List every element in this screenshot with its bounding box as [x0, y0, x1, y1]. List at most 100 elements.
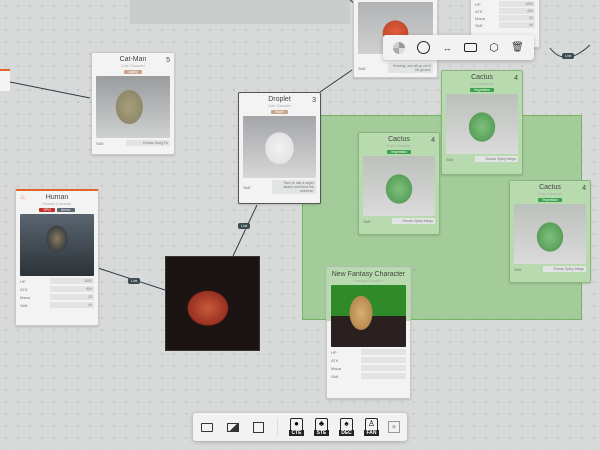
card-image	[446, 94, 518, 154]
skill-value: Tries to use a super attack and flood th…	[272, 180, 316, 194]
card-badge: Vegetation	[537, 198, 563, 202]
skill-label: Skill	[243, 184, 251, 190]
image-node-meat[interactable]	[165, 256, 260, 351]
stat-value: 1000	[499, 1, 535, 7]
card-image	[20, 214, 94, 276]
stat-label: ATK	[331, 357, 339, 363]
apple-icon: ●	[290, 418, 303, 430]
selection-toolbar: ↔ ⬡ 🗑	[383, 35, 534, 60]
stat-input[interactable]	[361, 373, 406, 379]
card-title: Cactus	[388, 136, 410, 143]
stat-label: Skill	[475, 22, 483, 28]
edge	[319, 69, 353, 93]
card-title: Human	[45, 194, 69, 201]
stat-value: 44	[499, 22, 535, 28]
tag-label: CTE	[289, 430, 304, 436]
stat-label: HP	[331, 349, 337, 355]
stat-label: Mana	[475, 15, 486, 21]
edge-label[interactable]: Link	[128, 278, 141, 284]
tag-label: STE	[314, 430, 329, 436]
card-image	[331, 285, 406, 347]
skill-value: Knowing, and will go out of the ground.	[388, 63, 433, 73]
skill-value: Shoots Spiky things	[474, 156, 518, 162]
person-icon: ♙	[365, 418, 378, 430]
partial-node[interactable]	[0, 69, 10, 91]
bottom-toolbar: ●CTE ♣STE ♠DEC ♙FAN +	[193, 413, 407, 441]
card-subtitle: Cute Character	[267, 104, 292, 108]
stat-value: 23	[499, 15, 535, 21]
card-subtitle: Cute Character	[538, 192, 562, 196]
stat-label: ATK	[20, 286, 28, 292]
card-number: 4	[582, 185, 586, 192]
card-subtitle: Cute Character	[121, 64, 145, 68]
card-title: New Fantasy Character	[331, 271, 406, 278]
edge	[9, 81, 91, 99]
spade-icon: ♠	[340, 418, 353, 430]
club-icon: ♣	[315, 418, 328, 430]
edge-label[interactable]: Link	[238, 223, 251, 229]
card-subtitle: Fantasy Character	[42, 202, 72, 206]
canvas-header-block	[130, 0, 350, 24]
fire-icon: ♨	[20, 195, 26, 201]
card-cat-man[interactable]: Cat-Man 5 Cute Character Agility Skill Kn…	[91, 52, 175, 155]
card-image	[96, 76, 170, 138]
trash-icon[interactable]: 🗑	[511, 42, 524, 53]
frame-icon[interactable]	[253, 421, 264, 433]
circle-shape-icon[interactable]	[417, 41, 431, 54]
skill-value: Shoots Spiky things	[542, 266, 586, 272]
aspect-ratio-icon[interactable]	[463, 43, 477, 52]
card-title: Cactus	[471, 74, 493, 81]
skill-value: Knows Kung Fu	[125, 140, 170, 146]
add-icon[interactable]: +	[388, 421, 400, 433]
card-cactus[interactable]: Cactus 4 Cute Character Vegetation Skill S…	[509, 180, 591, 283]
stat-label: ATK	[475, 8, 483, 14]
stat-label: Skill	[331, 373, 339, 379]
stat-value: 23	[49, 294, 94, 300]
tag-cte-button[interactable]: ●CTE	[289, 418, 304, 436]
skill-label: Skill	[363, 218, 371, 224]
stat-input[interactable]	[361, 365, 406, 371]
stat-label: Skill	[20, 302, 28, 308]
skill-label: Skill	[96, 140, 104, 146]
skill-label: Skill	[446, 156, 454, 162]
tag-dec-button[interactable]: ♠DEC	[339, 418, 354, 436]
card-badge: Agility	[124, 70, 142, 74]
skill-label: Skill	[358, 65, 366, 71]
tag-fan-button[interactable]: ♙FAN	[364, 418, 379, 436]
text-note-icon[interactable]	[201, 422, 213, 432]
stat-input[interactable]	[361, 357, 406, 363]
card-image	[514, 204, 586, 264]
card-number: 3	[312, 97, 316, 104]
edge-label[interactable]: Link	[562, 53, 575, 59]
stat-value: 404	[499, 8, 535, 14]
resize-horizontal-icon[interactable]: ↔	[442, 42, 452, 53]
stat-label: Mana	[331, 365, 342, 371]
card-badge: Armor	[57, 208, 75, 212]
card-subtitle: Cute Character	[470, 82, 494, 86]
card-new-fantasy-character[interactable]: New Fantasy Character Fantasy Character …	[326, 267, 411, 399]
edge	[232, 204, 258, 257]
card-title: Cat-Man	[119, 56, 147, 63]
card-subtitle: Fantasy Character	[354, 279, 383, 283]
card-number: 5	[166, 57, 170, 64]
tag-ste-button[interactable]: ♣STE	[314, 418, 329, 436]
card-image	[363, 156, 435, 216]
card-badge: RPG	[39, 208, 56, 212]
skill-value: Shoots Spiky things	[391, 218, 435, 224]
cube-icon[interactable]: ⬡	[489, 42, 499, 54]
tag-label: FAN	[364, 430, 379, 436]
color-icon[interactable]	[393, 41, 406, 54]
stat-value: 44	[49, 302, 94, 308]
stat-label: HP	[20, 278, 26, 284]
card-title: Cactus	[539, 184, 561, 191]
skill-label: Skill	[514, 266, 522, 272]
card-number: 4	[431, 137, 435, 144]
image-icon[interactable]	[227, 422, 239, 432]
card-image	[243, 116, 316, 178]
stat-input[interactable]	[361, 349, 406, 355]
card-badge: Water	[270, 110, 289, 114]
